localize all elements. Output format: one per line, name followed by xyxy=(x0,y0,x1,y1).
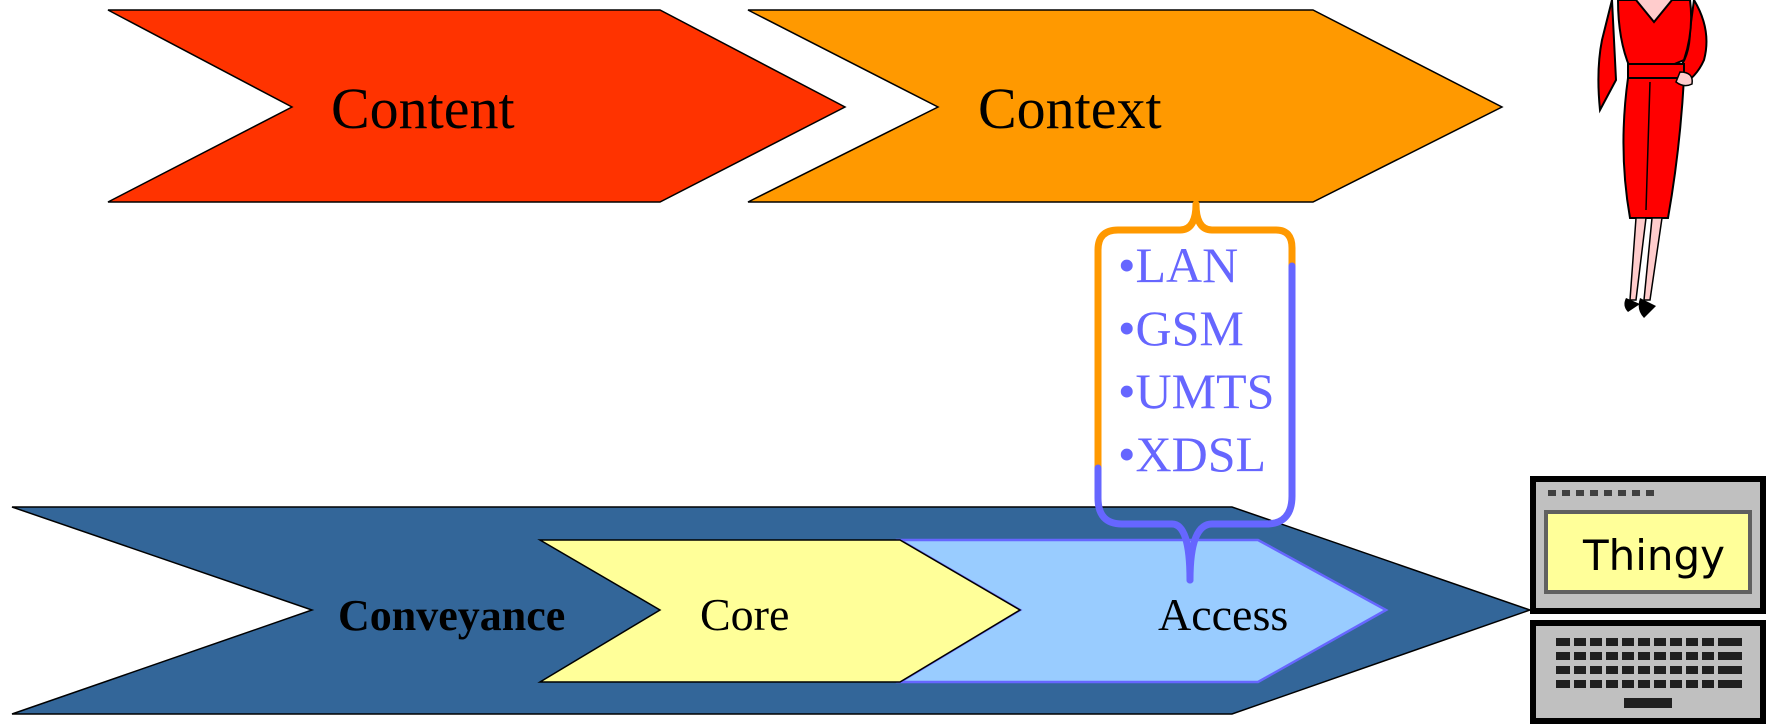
core-label: Core xyxy=(700,589,789,640)
context-label: Context xyxy=(978,76,1162,141)
network-item-umts: •UMTS xyxy=(1118,363,1274,419)
brace-blue xyxy=(1094,464,1194,584)
content-chevron xyxy=(107,9,847,203)
network-item-xdsl: •XDSL xyxy=(1118,426,1266,482)
network-item-gsm: •GSM xyxy=(1118,300,1244,356)
conveyance-label: Conveyance xyxy=(338,591,565,640)
network-item-lan: •LAN xyxy=(1118,237,1238,293)
computer-icon xyxy=(1530,476,1766,724)
context-chevron xyxy=(747,9,1504,203)
brace-orange-right xyxy=(1192,200,1296,270)
woman-figure-icon xyxy=(1597,0,1708,318)
content-label: Content xyxy=(331,76,515,141)
device-label: Thingy xyxy=(1582,531,1725,580)
access-label: Access xyxy=(1158,589,1288,640)
core-chevron xyxy=(537,539,1022,683)
brace-blue-right xyxy=(1186,262,1296,584)
